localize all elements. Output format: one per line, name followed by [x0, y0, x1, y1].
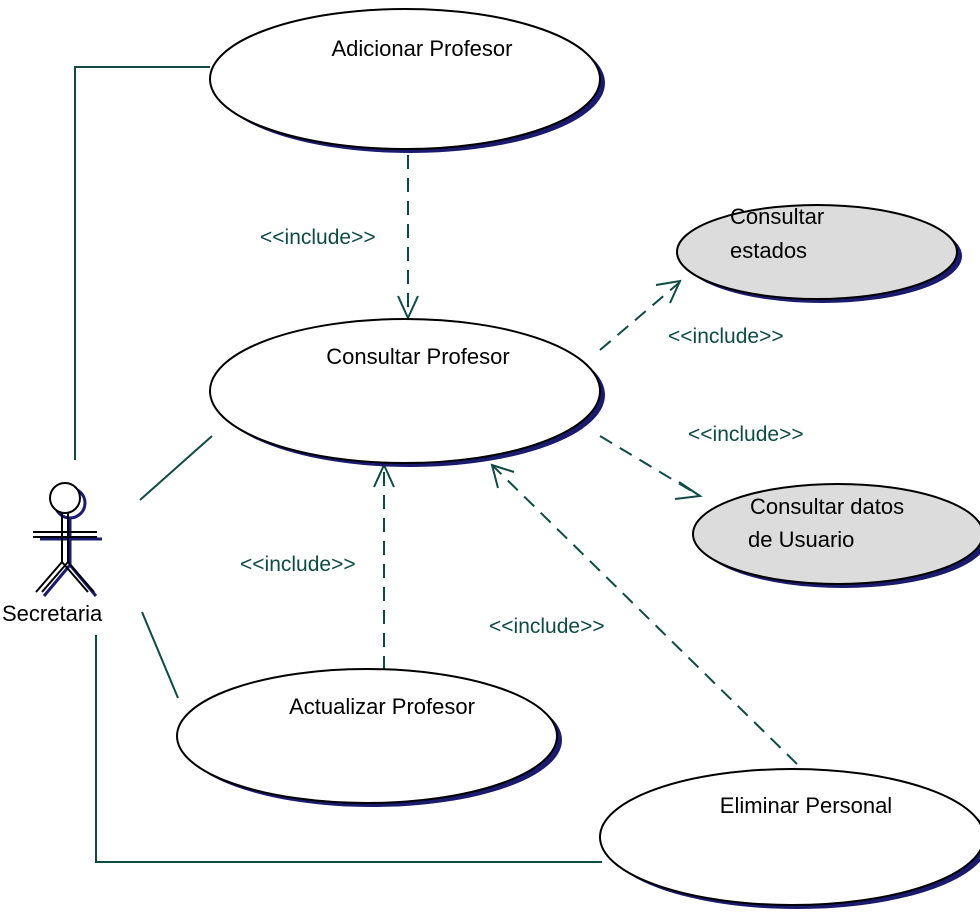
include-label: <<include>> — [489, 615, 605, 638]
use-case-consultar-datos-usuario[interactable]: Consultar datos de Usuario — [692, 483, 980, 588]
arrowhead-datos — [674, 481, 703, 500]
include-label: <<include>> — [668, 325, 784, 348]
actor-figure — [33, 482, 97, 593]
include-label: <<include>> — [260, 226, 376, 249]
use-case-consultar-profesor[interactable]: Consultar Profesor — [209, 318, 605, 467]
arrowhead-estados — [655, 279, 682, 304]
use-case-label: Eliminar Personal — [720, 793, 892, 818]
include-label: <<include>> — [688, 423, 804, 446]
use-case-label-line-2: estados — [730, 238, 807, 263]
use-case-label: Adicionar Profesor — [332, 36, 513, 61]
use-case-consultar-estados[interactable]: Consultar estados — [676, 204, 962, 303]
association-consultar — [139, 435, 213, 501]
use-case-actualizar-profesor[interactable]: Actualizar Profesor — [176, 668, 562, 807]
use-case-label: Consultar Profesor — [326, 344, 509, 369]
include-label: <<include>> — [240, 553, 356, 576]
arrowhead-consultar-top — [397, 295, 419, 321]
use-case-label-line-1: Consultar datos — [750, 494, 904, 519]
actor-label: Secretaria — [2, 601, 103, 626]
use-case-label-line-1: Consultar — [730, 204, 824, 229]
include-eliminar-consultar — [491, 464, 798, 765]
include-consultar-estados — [599, 281, 681, 351]
association-adicionar — [74, 66, 210, 460]
actor-secretaria[interactable]: Secretaria — [2, 482, 103, 626]
arrowhead-consultar-diagonal — [490, 463, 515, 489]
association-actualizar — [141, 611, 179, 699]
use-case-label-line-2: de Usuario — [748, 527, 854, 552]
association-eliminar — [95, 635, 602, 863]
use-case-label: Actualizar Profesor — [289, 694, 475, 719]
use-case-adicionar-profesor[interactable]: Adicionar Profesor — [209, 8, 605, 153]
use-case-eliminar-personal[interactable]: Eliminar Personal — [599, 768, 980, 909]
